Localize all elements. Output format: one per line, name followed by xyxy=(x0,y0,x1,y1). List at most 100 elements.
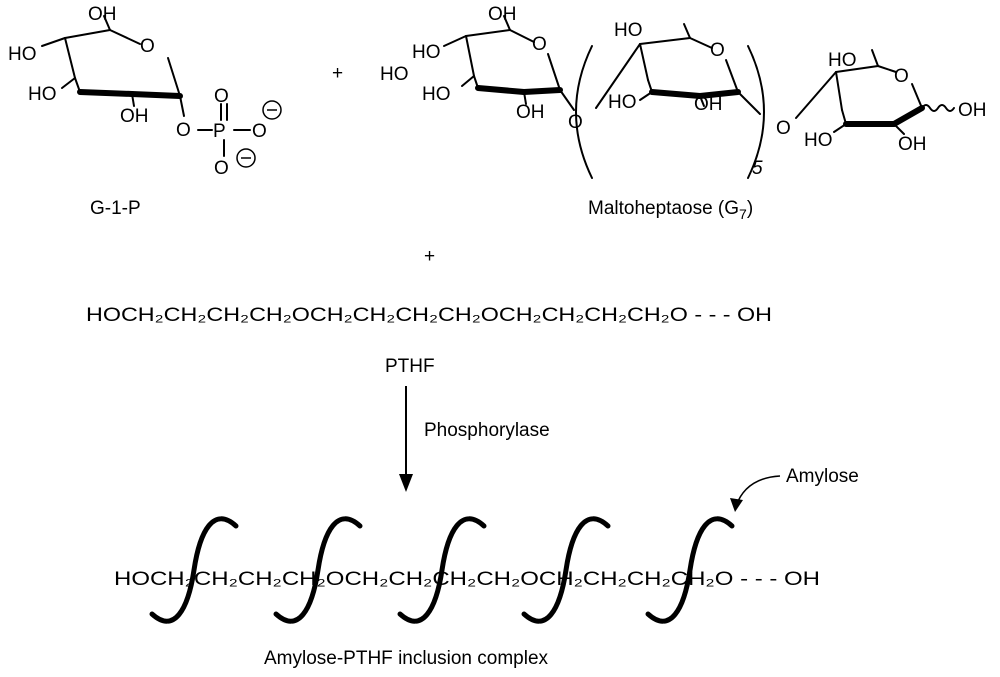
ring-bond xyxy=(465,29,511,37)
g1p-oh-bottom: OH xyxy=(120,106,149,127)
ring-wedge xyxy=(129,91,183,99)
ring-wedge xyxy=(891,105,925,127)
glycosidic-bond xyxy=(737,91,761,115)
pthf-label: PTHF xyxy=(385,356,435,377)
negative-charge-icon xyxy=(262,100,282,120)
g7-ring-o-2: O xyxy=(710,40,725,61)
amylose-label: Amylose xyxy=(786,466,859,487)
plus-sign-2: + xyxy=(424,246,435,267)
g7-ho-left-1: HO xyxy=(412,42,441,63)
ring-bond xyxy=(841,109,847,125)
helix-turn xyxy=(521,516,611,624)
ring-bond xyxy=(64,29,111,39)
g1p-anion-o-bottom: O xyxy=(214,158,229,179)
ring-bond xyxy=(725,59,739,93)
helix-turn xyxy=(645,516,735,624)
g7-ho-mid-2: HO xyxy=(608,92,637,113)
enzyme-label: Phosphorylase xyxy=(424,420,550,441)
g1p-oh-top: OH xyxy=(88,4,117,25)
ring-bond xyxy=(509,29,535,43)
ring-wedge xyxy=(475,85,527,95)
oh-bond xyxy=(41,37,66,47)
g7-bridge-o-2: O xyxy=(776,118,791,139)
anomeric-bond xyxy=(179,95,185,117)
g7-ring-o-1: O xyxy=(532,34,547,55)
oh-bond xyxy=(461,75,475,87)
repeat-bracket-left xyxy=(575,45,593,179)
ring-bond xyxy=(647,79,653,93)
oh-bond xyxy=(523,91,527,105)
oh-bond xyxy=(639,91,653,101)
g1p-ho-mid: HO xyxy=(28,84,57,105)
oh-bond xyxy=(893,123,905,135)
ch2oh-bond xyxy=(503,15,511,31)
ring-bond xyxy=(639,43,649,81)
repeat-bracket-right xyxy=(747,45,765,179)
g7-ring-o-3: O xyxy=(894,66,909,87)
ring-bond xyxy=(473,75,479,89)
ring-bond xyxy=(639,37,691,45)
amylose-pointer-arrowhead-icon xyxy=(730,498,743,512)
g1p-label: G-1-P xyxy=(90,198,141,219)
g1p-ho-left: HO xyxy=(8,44,37,65)
maltoheptaose-structure: OH HO O HO HO OH O 5 HO O HO OH O xyxy=(380,4,987,222)
g7-ho-left-2: HO xyxy=(380,64,409,85)
ch2oh-bond xyxy=(683,23,691,39)
g7-oh-bottom-3: OH xyxy=(898,134,927,155)
plus-sign-1: + xyxy=(332,63,343,84)
g1p-bridge-o: O xyxy=(176,120,191,141)
g7-oh-bottom-2: OH xyxy=(694,94,723,115)
pthf-formula: HOCH₂CH₂CH₂CH₂OCH₂CH₂CH₂CH₂OCH₂CH₂CH₂CH₂… xyxy=(86,305,772,326)
maltoheptaose-label: Maltoheptaose (G7) xyxy=(588,198,753,222)
product-label: Amylose-PTHF inclusion complex xyxy=(264,648,549,669)
ch2oh-bond xyxy=(871,49,879,67)
ring-bond xyxy=(167,57,181,97)
g1p-phosphoryl-o: O xyxy=(214,86,229,107)
ring-bond xyxy=(911,83,923,109)
ring-bond xyxy=(74,77,81,93)
ring-bond xyxy=(835,71,843,111)
g1p-ring-o: O xyxy=(140,36,155,57)
oh-bond xyxy=(131,93,135,107)
ring-bond xyxy=(547,53,561,91)
ring-wedge xyxy=(649,89,703,99)
ring-wedge xyxy=(77,89,135,97)
g7-oh-top-1: OH xyxy=(488,4,517,25)
oh-bond xyxy=(833,123,847,133)
helix-turn xyxy=(149,516,239,624)
g1p-anion-o-right: O xyxy=(252,121,267,142)
glycosidic-bond xyxy=(559,89,575,111)
g7-oh-anomeric: OH xyxy=(958,100,987,121)
oh-bond xyxy=(443,35,467,47)
product-formula: HOCH₂CH₂CH₂CH₂OCH₂CH₂CH₂CH₂OCH₂CH₂CH₂CH₂… xyxy=(114,569,820,590)
g7-ho-top-2: HO xyxy=(614,20,643,41)
ring-bond xyxy=(835,65,879,73)
amylose-pointer-arrow xyxy=(735,475,781,507)
g7-ho-top-3: HO xyxy=(828,50,857,71)
g7-ho-mid-3: HO xyxy=(804,130,833,151)
glycosidic-bond xyxy=(795,71,837,119)
ring-bond xyxy=(465,35,475,77)
g7-oh-bottom-1: OH xyxy=(516,102,545,123)
oh-bond xyxy=(699,95,705,107)
repeat-count: 5 xyxy=(752,158,763,179)
oh-bond xyxy=(61,77,76,89)
glycosidic-bond xyxy=(595,43,641,109)
helix-turn xyxy=(397,516,487,624)
amylose-helix xyxy=(149,516,735,624)
ring-bond xyxy=(877,65,897,73)
helix-turn xyxy=(273,516,363,624)
g1p-phosphorus: P xyxy=(213,121,226,142)
ring-bond xyxy=(689,37,713,49)
ring-wedge xyxy=(697,89,741,99)
g7-ho-mid-1: HO xyxy=(422,84,451,105)
ch2oh-bond xyxy=(103,15,111,31)
g7-bridge-o-1: O xyxy=(568,112,583,133)
negative-charge-icon xyxy=(236,148,256,168)
ring-wedge xyxy=(521,87,563,95)
reaction-arrow-head-icon xyxy=(399,474,413,492)
g1p-structure: OH HO O HO OH O P O O O G-1-P xyxy=(8,4,282,219)
ring-bond xyxy=(109,29,141,45)
